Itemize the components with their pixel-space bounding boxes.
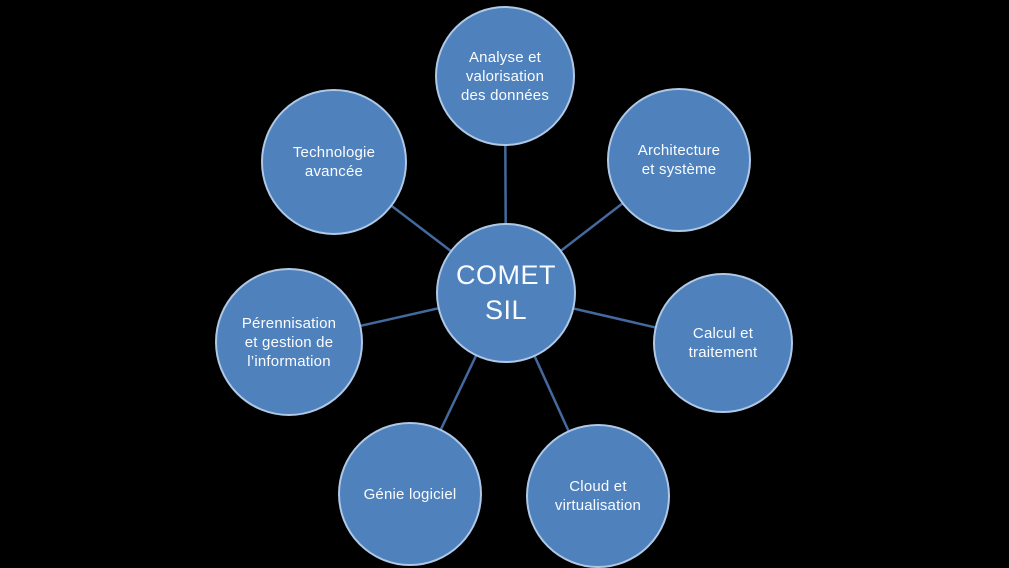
node-label-architecture: Architecture et système	[637, 142, 721, 178]
node-label-perennisation: Pérennisation et gestion de l’informatio…	[241, 314, 337, 370]
diagram-node-technologie: Technologie avancée	[261, 89, 407, 235]
node-label-genie: Génie logiciel	[363, 485, 457, 503]
diagram-node-center: COMET SIL	[436, 223, 576, 363]
node-label-technologie: Technologie avancée	[292, 144, 376, 180]
diagram-node-cloud: Cloud et virtualisation	[526, 424, 670, 568]
center-node-label: COMET SIL	[456, 260, 556, 325]
node-label-calcul: Calcul et traitement	[688, 325, 758, 361]
diagram-node-genie: Génie logiciel	[338, 422, 482, 566]
diagram-node-calcul: Calcul et traitement	[653, 273, 793, 413]
node-label-cloud: Cloud et virtualisation	[554, 478, 642, 514]
diagram-node-architecture: Architecture et système	[607, 88, 751, 232]
node-label-analyse: Analyse et valorisation des données	[460, 48, 550, 104]
diagram-node-perennisation: Pérennisation et gestion de l’informatio…	[215, 268, 363, 416]
diagram-node-analyse: Analyse et valorisation des données	[435, 6, 575, 146]
